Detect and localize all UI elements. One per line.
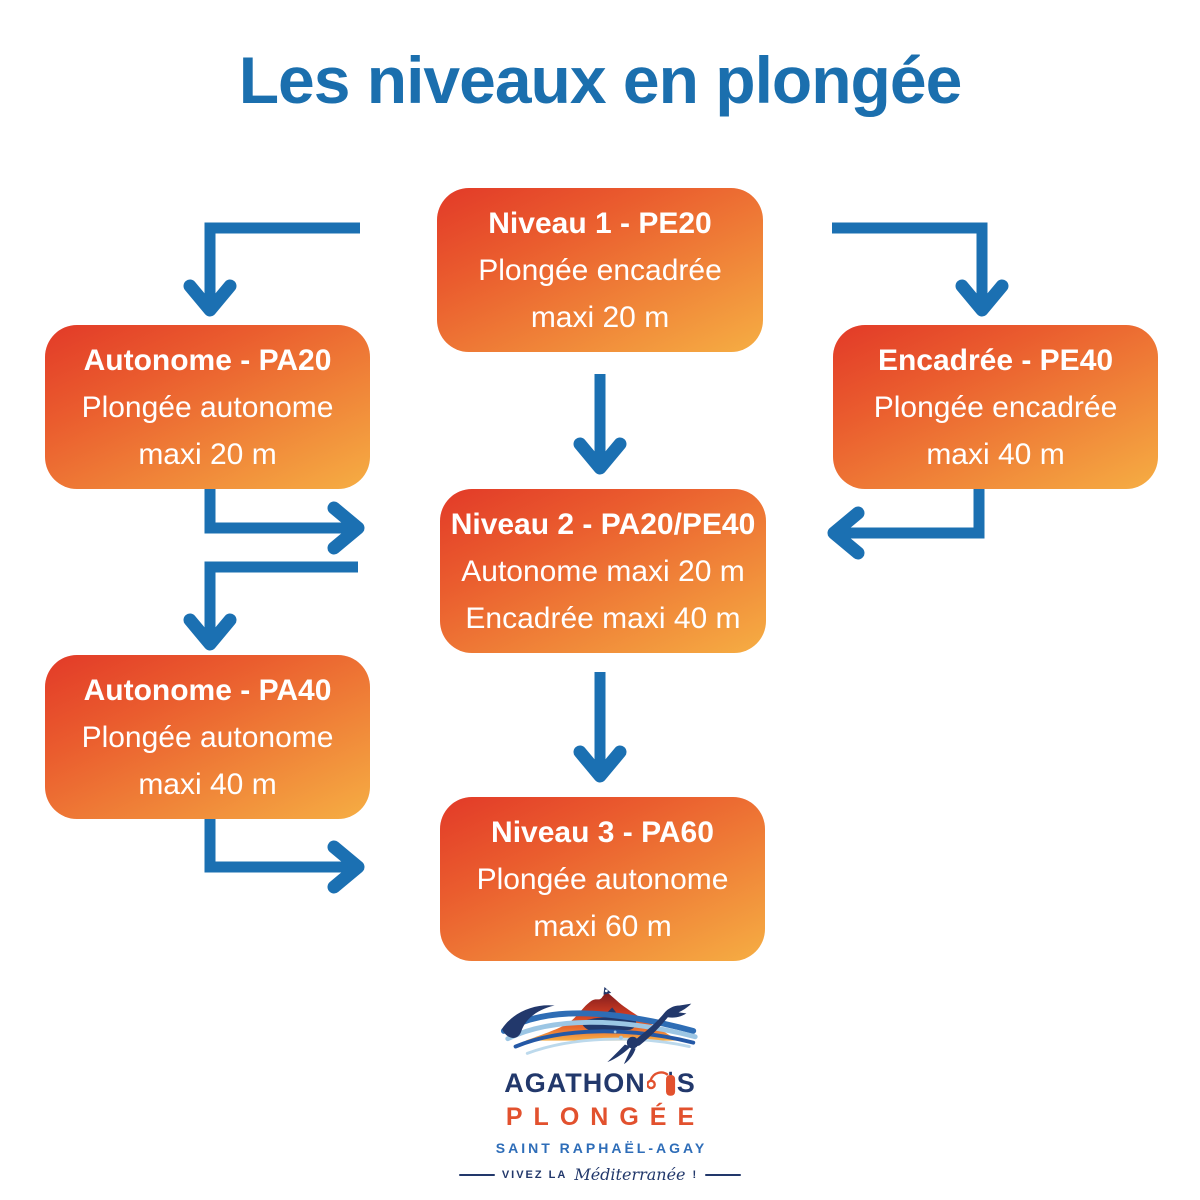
diver-silhouette-icon <box>606 1003 691 1065</box>
arrow-pa20-to-niveau2 <box>204 489 365 555</box>
level-box-line: maxi 20 m <box>530 300 670 334</box>
logo-agathonis: AGATHON S PLONGÉE SAINT RAPHAËL-AGAY VIV… <box>450 982 750 1184</box>
level-box-line: Autonome maxi 20 m <box>461 554 745 588</box>
diver-wave-illustration-icon <box>500 986 698 1065</box>
tagline-prefix: VIVEZ LA <box>501 1168 568 1181</box>
page-title: Les niveaux en plongée <box>238 43 963 117</box>
arrow-niveau1-to-niveau2 <box>573 374 627 475</box>
level-box-line: maxi 20 m <box>138 437 277 471</box>
level-box-line: maxi 60 m <box>533 909 672 943</box>
level-box-line: maxi 40 m <box>926 437 1065 471</box>
level-box-line: Plongée autonome <box>476 862 729 896</box>
level-box-line: maxi 40 m <box>138 767 277 801</box>
level-box-pe40: Encadrée - PE40 Plongée encadrée maxi 40… <box>833 325 1158 489</box>
level-box-line: Plongée autonome <box>81 390 334 424</box>
arrow-pa40-to-niveau3 <box>204 815 365 894</box>
arrow-niveau2-to-niveau3 <box>573 672 627 783</box>
tagline-dash-right <box>705 1173 742 1176</box>
level-box-pa20: Autonome - PA20 Plongée autonome maxi 20… <box>45 325 370 489</box>
level-box-line: Plongée autonome <box>81 720 334 754</box>
level-box-title: Niveau 2 - PA20/PE40 <box>450 507 756 541</box>
level-box-niveau1: Niveau 1 - PE20 Plongée encadrée maxi 20… <box>437 188 763 352</box>
logo-location: SAINT RAPHAËL-AGAY <box>495 1140 708 1156</box>
level-box-pa40: Autonome - PA40 Plongée autonome maxi 40… <box>45 655 370 819</box>
tagline-script: Méditerranée <box>574 1165 686 1184</box>
level-box-title: Niveau 3 - PA60 <box>491 815 714 849</box>
level-box-title: Niveau 1 - PE20 <box>488 206 712 240</box>
arrow-niveau2-to-pa40 <box>183 561 358 651</box>
dive-tank-icon <box>646 1070 675 1096</box>
level-box-title: Encadrée - PE40 <box>877 343 1114 377</box>
logo-name: AGATHON S <box>504 1068 696 1099</box>
logo-tagline: VIVEZ LA Méditerranée ! <box>458 1165 742 1184</box>
arrow-niveau1-to-pa20 <box>183 222 360 317</box>
logo-subtitle: PLONGÉE <box>505 1103 706 1131</box>
arrow-niveau1-to-pe40 <box>832 222 1009 317</box>
level-box-line: Plongée encadrée <box>873 390 1118 424</box>
level-box-niveau3: Niveau 3 - PA60 Plongée autonome maxi 60… <box>440 797 765 961</box>
level-box-title: Autonome - PA20 <box>83 343 332 377</box>
logo-name-suffix: S <box>676 1068 696 1098</box>
logo-name-prefix: AGATHON <box>504 1068 646 1098</box>
level-box-line: Encadrée maxi 40 m <box>465 601 741 635</box>
tagline-suffix: ! <box>692 1168 699 1181</box>
arrow-pe40-to-niveau2 <box>827 489 985 560</box>
level-box-line: Plongée encadrée <box>478 253 722 287</box>
level-box-title: Autonome - PA40 <box>83 673 332 707</box>
tagline-dash-left <box>458 1173 495 1176</box>
level-box-niveau2: Niveau 2 - PA20/PE40 Autonome maxi 20 m … <box>440 489 766 653</box>
